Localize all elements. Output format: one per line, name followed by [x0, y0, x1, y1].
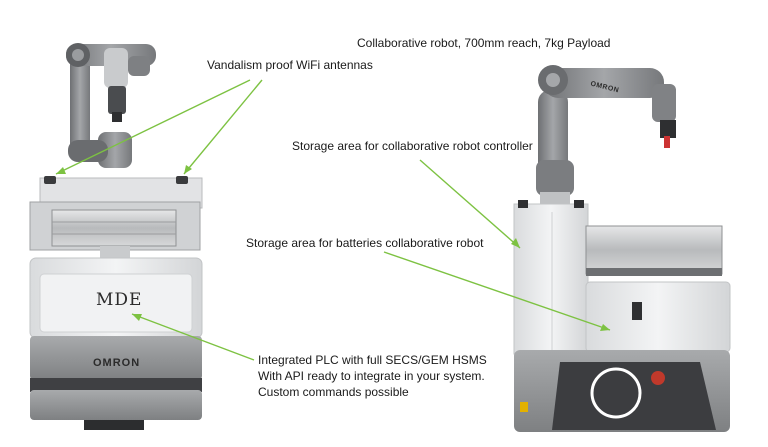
- plc-arrow: [131, 313, 255, 361]
- title-annotation: Collaborative robot, 700mm reach, 7kg Pa…: [357, 36, 611, 50]
- plc-line-1: Integrated PLC with full SECS/GEM HSMS: [258, 353, 487, 367]
- controller-annotation: Storage area for collaborative robot con…: [292, 139, 533, 153]
- right-robot: [513, 65, 731, 432]
- antenna-arrow-right: [183, 79, 263, 175]
- left-robot-arm: [66, 43, 156, 168]
- battery-annotation: Storage area for batteries collaborative…: [246, 236, 484, 250]
- plc-line-3: Custom commands possible: [258, 385, 409, 399]
- right-antenna-icon: [176, 176, 188, 184]
- left-antenna-icon: [44, 176, 56, 184]
- callout-arrows: [55, 79, 611, 361]
- antenna-arrow-left: [55, 79, 251, 175]
- antenna-annotation: Vandalism proof WiFi antennas: [207, 58, 373, 72]
- battery-arrow: [383, 251, 611, 331]
- plc-annotation: Integrated PLC with full SECS/GEM HSMS W…: [258, 352, 498, 400]
- front-logo: MDE: [96, 290, 143, 310]
- controller-arrow: [419, 159, 521, 249]
- plc-line-2: With API ready to integrate in your syst…: [258, 369, 485, 383]
- left-robot: [29, 43, 203, 430]
- base-logo: OMRON: [93, 357, 141, 369]
- right-robot-arm: [536, 65, 676, 206]
